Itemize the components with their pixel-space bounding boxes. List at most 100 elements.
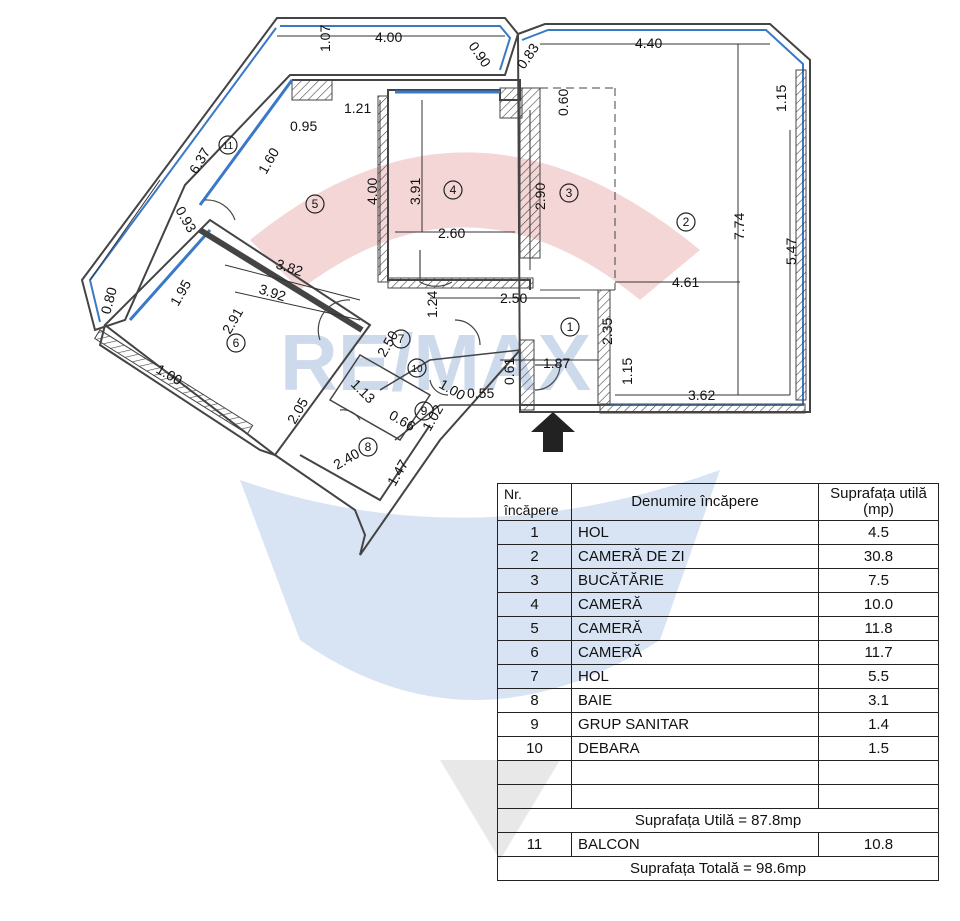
- dim-label: 7.74: [731, 213, 747, 240]
- dim-label: 4.00: [364, 178, 380, 205]
- entrance-arrow-icon: [531, 412, 575, 452]
- room-number: 8: [497, 688, 572, 713]
- room-area: 5.5: [818, 664, 939, 689]
- room-area: 3.1: [818, 688, 939, 713]
- useful-area-total: Suprafața Utilă = 87.8mp: [497, 808, 939, 833]
- dim-label: 0.66: [387, 407, 419, 435]
- north-wing-walls: [291, 79, 534, 290]
- table-row: 6 CAMERĂ 11.7: [497, 640, 939, 665]
- dim-label: 1.15: [773, 85, 789, 112]
- dim-label: 1.24: [424, 291, 440, 318]
- room-marker-4: 4: [450, 183, 457, 197]
- table-row: 7 HOL 5.5: [497, 664, 939, 689]
- table-row: 2 CAMERĂ DE ZI 30.8: [497, 544, 939, 569]
- room-number: 3: [497, 568, 572, 593]
- room-marker-5: 5: [312, 197, 319, 211]
- room-number: 11: [497, 832, 572, 857]
- room-name: CAMERĂ DE ZI: [571, 544, 819, 569]
- room-number: 6: [497, 640, 572, 665]
- dim-label: 0.80: [97, 285, 120, 316]
- room-name: DEBARA: [571, 736, 819, 761]
- dim-label: 0.61: [501, 358, 517, 385]
- dim-label: 0.95: [290, 118, 317, 134]
- empty-row: [497, 760, 939, 785]
- dim-label: 0.90: [466, 39, 495, 71]
- dim-label: 2.35: [599, 318, 615, 345]
- room-marker-labels: 1 2 3 4 5 6 7 8 9 10 11: [223, 141, 690, 454]
- room-area: 30.8: [818, 544, 939, 569]
- dim-label: 1.21: [344, 100, 371, 116]
- table-header-row: Nr. încăpere Denumire încăpere Suprafața…: [497, 483, 939, 521]
- dim-label: 0.55: [467, 385, 494, 401]
- room-marker-11: 11: [223, 141, 234, 152]
- table-row: 5 CAMERĂ 11.8: [497, 616, 939, 641]
- door-swings: [204, 199, 561, 421]
- grand-total-row: Suprafața Totală = 98.6mp: [497, 856, 939, 881]
- room-area: 10.0: [818, 592, 939, 617]
- room-marker-2: 2: [683, 215, 690, 229]
- table-row: 1 HOL 4.5: [497, 520, 939, 545]
- table-row: 9 GRUP SANITAR 1.4: [497, 712, 939, 737]
- room-name: BUCĂTĂRIE: [571, 568, 819, 593]
- room-marker-10: 10: [411, 364, 423, 375]
- dim-label: 1.47: [384, 457, 412, 489]
- dim-label: 3.91: [407, 178, 423, 205]
- room-area-table: Nr. încăpere Denumire încăpere Suprafața…: [497, 483, 939, 881]
- room-number: 9: [497, 712, 572, 737]
- table-row: 8 BAIE 3.1: [497, 688, 939, 713]
- dim-label: 0.93: [172, 204, 200, 236]
- southwest-wing-walls: [94, 218, 611, 556]
- table-row: 10 DEBARA 1.5: [497, 736, 939, 761]
- header-room-name: Denumire încăpere: [571, 483, 819, 521]
- empty-row: [497, 784, 939, 809]
- room-name: GRUP SANITAR: [571, 712, 819, 737]
- balcony-row: 11 BALCON 10.8: [497, 832, 939, 857]
- room-name: HOL: [571, 520, 819, 545]
- room-area: 1.4: [818, 712, 939, 737]
- room-name: CAMERĂ: [571, 640, 819, 665]
- room-area: 10.8: [818, 832, 939, 857]
- dimension-lines: [89, 35, 791, 396]
- dim-label: 3.62: [688, 387, 715, 403]
- dim-label: 2.40: [331, 445, 363, 473]
- room-number: 10: [497, 736, 572, 761]
- room-number: 5: [497, 616, 572, 641]
- dim-label: 4.00: [375, 29, 402, 45]
- dim-label: 4.40: [635, 35, 662, 51]
- dim-label: 1.87: [543, 355, 570, 371]
- room-area: 7.5: [818, 568, 939, 593]
- dim-label: 2.50: [500, 290, 527, 306]
- room-number: 2: [497, 544, 572, 569]
- room-area: 11.8: [818, 616, 939, 641]
- room-name: HOL: [571, 664, 819, 689]
- grand-total: Suprafața Totală = 98.6mp: [497, 856, 939, 881]
- header-room-number: Nr. încăpere: [497, 483, 572, 521]
- dim-label: 4.61: [672, 274, 699, 290]
- table-row: 3 BUCĂTĂRIE 7.5: [497, 568, 939, 593]
- dim-label: 1.07: [317, 25, 333, 52]
- room-area: 11.7: [818, 640, 939, 665]
- dim-label: 2.91: [219, 305, 247, 337]
- room-marker-1: 1: [567, 320, 574, 334]
- useful-area-total-row: Suprafața Utilă = 87.8mp: [497, 808, 939, 833]
- room-number: 4: [497, 592, 572, 617]
- dim-label: 1.15: [619, 358, 635, 385]
- room-marker-6: 6: [233, 336, 240, 350]
- room-number: 1: [497, 520, 572, 545]
- room-marker-9: 9: [421, 404, 428, 418]
- room-name: CAMERĂ: [571, 616, 819, 641]
- room-number: 7: [497, 664, 572, 689]
- room-area: 4.5: [818, 520, 939, 545]
- svg-text:RE/MAX: RE/MAX: [280, 318, 591, 407]
- dim-label: 2.60: [438, 225, 465, 241]
- room-marker-8: 8: [365, 440, 372, 454]
- room-markers: [218, 135, 696, 457]
- dim-label: 1.60: [255, 145, 283, 177]
- dim-label: 0.60: [555, 89, 571, 116]
- dim-label: 5.47: [783, 238, 799, 265]
- dim-label: 2.90: [532, 183, 548, 210]
- room-name: BAIE: [571, 688, 819, 713]
- room-marker-3: 3: [566, 186, 573, 200]
- room-area: 1.5: [818, 736, 939, 761]
- table-row: 4 CAMERĂ 10.0: [497, 592, 939, 617]
